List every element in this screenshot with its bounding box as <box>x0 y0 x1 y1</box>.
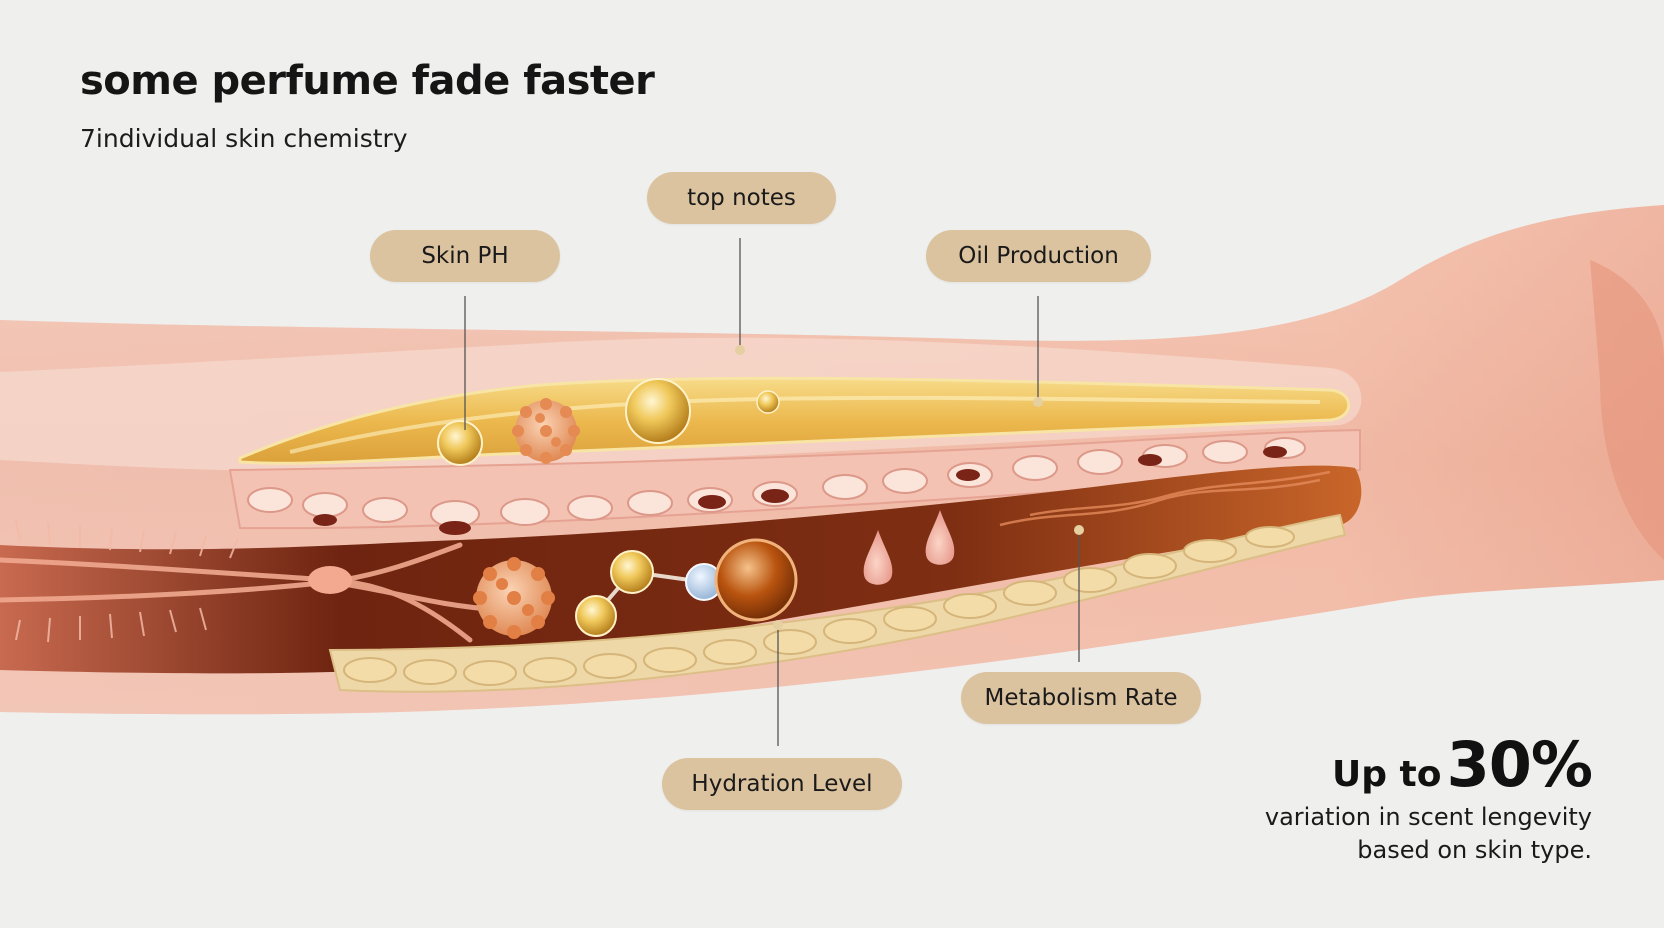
dermis-cluster-cell <box>473 557 555 639</box>
fat-cells <box>343 526 1295 686</box>
label-hydration-level: Hydration Level <box>662 758 902 810</box>
page-subtitle: 7individual skin chemistry <box>80 124 408 153</box>
label-oil-production: Oil Production <box>926 230 1151 282</box>
stat-value: 30% <box>1446 728 1593 801</box>
nerve-knot <box>308 566 352 594</box>
oil-bubble-small <box>437 420 483 466</box>
label-metabolism-rate: Metabolism Rate <box>961 672 1201 724</box>
stat-description-line1: variation in scent lengevity <box>1264 803 1592 831</box>
dermis-fibers <box>999 470 1331 527</box>
stat-callout: Up to 30% variation in scent lengevity b… <box>1264 728 1593 867</box>
hand-edge <box>1590 260 1664 560</box>
oil-bubble-large <box>625 378 691 444</box>
epidermis-nuclei <box>313 446 1287 535</box>
stat-description-line2: based on skin type. <box>1357 836 1592 864</box>
leader-lines <box>464 238 1080 746</box>
molecule-chain <box>575 538 798 637</box>
nerve-fibers <box>0 542 503 643</box>
label-top-notes: top notes <box>647 172 836 224</box>
leader-dots <box>735 345 1084 630</box>
oil-highlight <box>289 395 1321 454</box>
nerve-hairs <box>15 519 239 643</box>
sweat-droplets <box>863 510 955 585</box>
oil-cluster-cell <box>512 398 580 464</box>
stat-prefix: Up to <box>1332 754 1442 795</box>
oil-bubble-tiny <box>756 390 780 414</box>
dermis-layer <box>0 465 1362 674</box>
stat-headline: Up to 30% <box>1265 728 1593 801</box>
page-title: some perfume fade faster <box>80 58 655 104</box>
label-skin-ph: Skin PH <box>370 230 560 282</box>
